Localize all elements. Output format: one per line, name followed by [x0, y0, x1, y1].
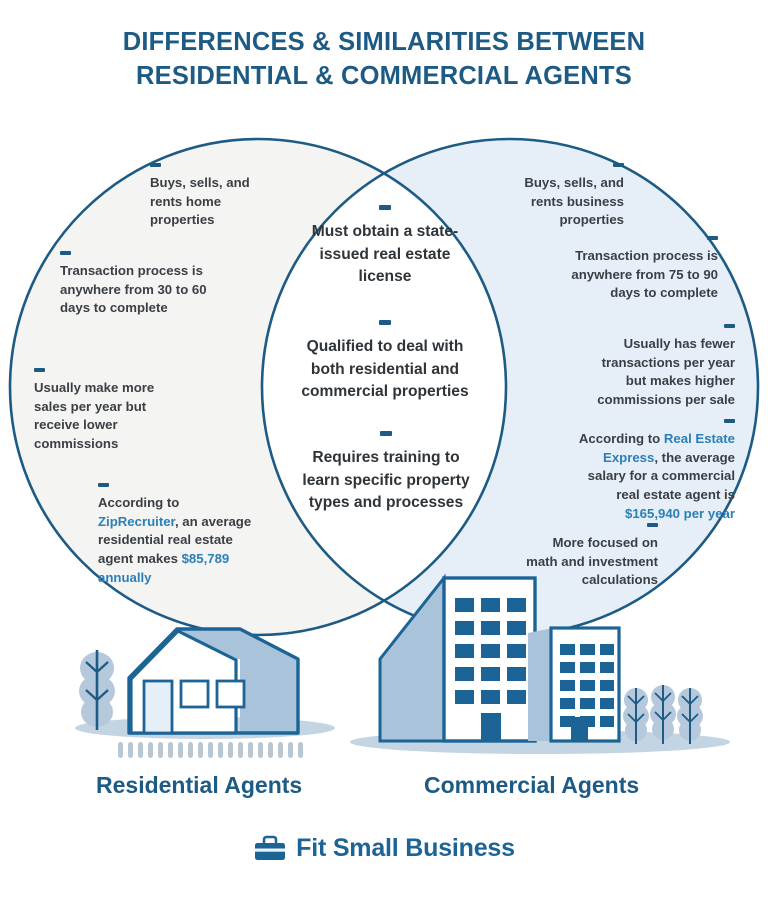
- left-item-1: Buys, sells, and rents home properties: [150, 163, 280, 230]
- bullet-dash-icon: [379, 320, 391, 325]
- fence-icon: [118, 742, 303, 758]
- left-item-2-text: Transaction process is anywhere from 30 …: [60, 263, 207, 316]
- bullet-dash-icon: [380, 431, 392, 436]
- right-item-2-text: Transaction process is anywhere from 75 …: [571, 248, 718, 301]
- tree-icon: [623, 688, 649, 744]
- left-item-2: Transaction process is anywhere from 30 …: [60, 251, 220, 318]
- commercial-agents-label: Commercial Agents: [424, 772, 640, 798]
- right-item-4-middle: , the average salary for a commercial re…: [587, 449, 735, 503]
- tree-icon: [677, 688, 703, 744]
- commercial-salary-value: $165,940 per year: [625, 505, 735, 521]
- office-building-small-icon: [528, 626, 621, 743]
- logo-text: Fit Small Business: [296, 834, 515, 862]
- page-title: DIFFERENCES & SIMILARITIES BETWEEN RESID…: [0, 26, 768, 93]
- fit-small-business-logo[interactable]: Fit Small Business: [0, 834, 768, 863]
- left-item-4: According to ZipRecruiter, an average re…: [98, 483, 253, 588]
- right-item-5: More focused on math and investment calc…: [518, 523, 658, 590]
- right-item-2: Transaction process is anywhere from 75 …: [563, 236, 718, 303]
- bullet-dash-icon: [379, 205, 391, 210]
- office-tower-icon: [378, 573, 537, 743]
- left-item-3-text: Usually make more sales per year but rec…: [34, 380, 155, 452]
- right-item-4-prefix: According to: [578, 431, 664, 446]
- house-icon: [127, 627, 300, 735]
- shared-item-3-text: Requires training to learn specific prop…: [302, 449, 470, 512]
- shared-item-3: Requires training to learn specific prop…: [292, 431, 480, 515]
- left-item-4-middle: , an average residential real estate age…: [98, 513, 252, 567]
- shared-item-2-text: Qualified to deal with both residential …: [301, 338, 469, 401]
- briefcase-icon: [255, 835, 286, 860]
- shared-item-2: Qualified to deal with both residential …: [290, 320, 480, 404]
- left-item-3: Usually make more sales per year but rec…: [34, 368, 164, 454]
- bullet-dash-icon: [647, 523, 658, 527]
- right-item-4: According to Real Estate Express, the av…: [565, 419, 735, 524]
- title-line-1: DIFFERENCES & SIMILARITIES BETWEEN: [122, 28, 646, 56]
- residential-salary-value: $85,789 annually: [98, 551, 230, 585]
- left-item-1-text: Buys, sells, and rents home properties: [150, 175, 250, 228]
- bullet-dash-icon: [150, 163, 161, 167]
- tree-icon: [650, 685, 676, 744]
- title-line-2: RESIDENTIAL & COMMERCIAL AGENTS: [136, 61, 632, 90]
- bullet-dash-icon: [34, 368, 45, 372]
- bullet-dash-icon: [724, 324, 735, 328]
- ziprecruiter-link[interactable]: ZipRecruiter: [98, 513, 175, 529]
- shared-item-1: Must obtain a state-issued real estate l…: [299, 205, 471, 289]
- real-estate-express-link[interactable]: Real Estate Express: [603, 431, 735, 465]
- left-item-4-prefix: According to: [98, 495, 180, 510]
- right-item-1: Buys, sells, and rents business properti…: [498, 163, 624, 230]
- shared-item-1-text: Must obtain a state-issued real estate l…: [311, 223, 459, 286]
- tree-icon: [79, 650, 115, 730]
- bullet-dash-icon: [707, 236, 718, 240]
- right-item-1-text: Buys, sells, and rents business properti…: [524, 175, 624, 228]
- venn-left-circle-outline: [8, 137, 508, 637]
- bullet-dash-icon: [98, 483, 109, 487]
- right-item-3: Usually has fewer transactions per year …: [591, 324, 735, 410]
- right-item-3-text: Usually has fewer transactions per year …: [597, 336, 735, 408]
- residential-agents-label: Residential Agents: [96, 772, 303, 798]
- bullet-dash-icon: [613, 163, 624, 167]
- right-item-5-text: More focused on math and investment calc…: [526, 535, 658, 588]
- venn-overlap-region: [262, 139, 506, 635]
- bullet-dash-icon: [724, 419, 735, 423]
- bullet-dash-icon: [60, 251, 71, 255]
